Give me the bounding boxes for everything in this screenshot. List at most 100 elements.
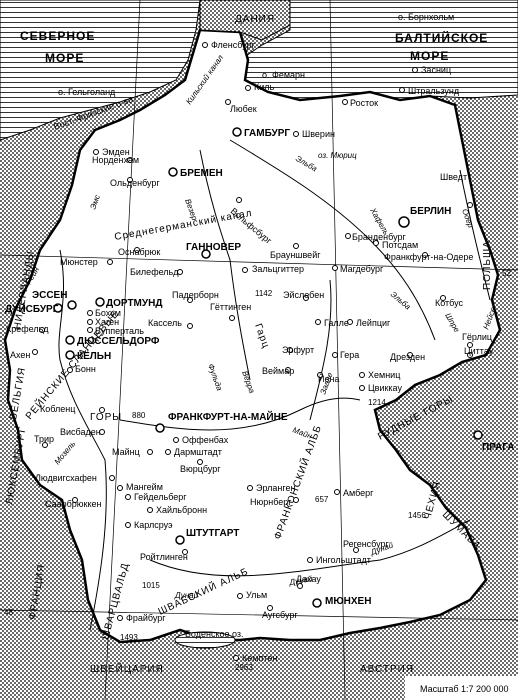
city-potsdam: Потсдам	[382, 240, 418, 250]
island-helgoland: о. Гельголанд	[58, 87, 116, 97]
city-amberg: Амберг	[343, 488, 374, 498]
country-switzerland: ШВЕЙЦАРИЯ	[90, 662, 164, 675]
city-leipzig: Лейпциг	[356, 318, 391, 328]
city-essen: ЭССЕН	[32, 290, 67, 301]
city-schwedt: Шведт	[440, 172, 467, 182]
city-trier: Трир	[34, 434, 54, 444]
baltic-label-1: БАЛТИЙСКОЕ	[395, 30, 488, 45]
city-darmstadt: Дармштадт	[174, 447, 222, 457]
city-erfurt: Эрфурт	[282, 345, 314, 355]
city-emden: Эмден	[102, 147, 130, 157]
city-gorlitz: Гёрлиц	[462, 332, 492, 342]
city-zwickau: Цвиккау	[368, 383, 402, 393]
city-koln: КЁЛЬН	[77, 349, 111, 362]
city-hagen: Хаген	[95, 317, 119, 327]
elev-657: 657	[315, 495, 329, 504]
city-kiel: Киль	[254, 82, 275, 92]
city-munster: Мюнстер	[60, 257, 98, 267]
city-mainz: Майнц	[112, 447, 140, 457]
city-ulm: Ульм	[246, 590, 267, 600]
island-bornholm: о. Борнхольм	[398, 12, 454, 22]
city-gera: Гера	[340, 350, 359, 360]
elev-880: 880	[132, 411, 146, 420]
city-offenbach: Оффенбах	[182, 435, 229, 445]
city-cottbus: Котбус	[435, 298, 464, 308]
city-norden: Норденхам	[92, 155, 139, 165]
city-aachen: Ахен	[10, 350, 30, 360]
city-oldenburg: Ольденбург	[110, 178, 160, 188]
city-bremen: БРЕМЕН	[180, 168, 223, 179]
city-dachau: Дахау	[296, 574, 321, 584]
city-krefeld: Крефельд	[6, 324, 49, 334]
city-reutlingen: Ройтлинген	[140, 552, 188, 562]
scale-box	[405, 676, 518, 700]
river-danube-2: Дунай	[288, 574, 314, 587]
lat-48-label: 48	[4, 608, 13, 617]
city-stuttgart: ШТУТГАРТ	[186, 528, 239, 539]
city-augsburg: Аугсбург	[262, 610, 298, 620]
river-danube: Дунай	[174, 591, 199, 600]
city-regensburg: Регенсбург	[343, 539, 390, 549]
elev-1493: 1493	[120, 633, 138, 642]
lake-muritz: оз. Мюриц	[318, 151, 357, 160]
city-schwerin: Шверин	[302, 129, 335, 139]
city-ludwigshafen: Людвигсхафен	[35, 473, 97, 483]
elev-2963: 2963	[235, 663, 253, 672]
city-braunschweig: Брауншвейг	[270, 250, 321, 260]
city-hamburg: ГАМБУРГ	[244, 128, 290, 139]
city-freiburg: Фрайбург	[126, 613, 166, 623]
denmark-land	[199, 0, 291, 41]
city-frankfurt: ФРАНКФУРТ-НА-МАЙНЕ	[168, 410, 288, 423]
city-halle: Галле	[324, 318, 349, 328]
city-karlsruhe: Карлсруэ	[134, 520, 173, 530]
mountain-rhine-slate-2: ГОРЫ	[90, 412, 122, 423]
major-city-markers	[53, 127, 483, 608]
city-wiesbaden: Висбаден	[60, 427, 101, 437]
rivers	[58, 139, 491, 631]
country-denmark: ДАНИЯ	[235, 14, 275, 25]
city-heilbronn: Хайльбронн	[156, 505, 207, 515]
country-austria: АВСТРИЯ	[360, 664, 414, 675]
elev-1142: 1142	[255, 289, 273, 298]
city-stralsund: Штральзунд	[408, 86, 460, 96]
city-lubeck: Любек	[230, 104, 257, 114]
scale-label: Масштаб 1:7 200 000	[420, 684, 509, 694]
elev-1456: 1456	[408, 511, 426, 520]
lat-52-label: 52	[502, 269, 511, 278]
city-paderborn: Падерборн	[172, 290, 219, 300]
city-erlangen: Эрланген	[256, 483, 295, 493]
city-nurnberg: Нюрнберг	[250, 497, 292, 507]
city-bonn: Бонн	[75, 364, 96, 374]
city-jena: Йена	[318, 373, 339, 384]
city-wurzburg: Вюрцбург	[180, 464, 221, 474]
city-osnabruck: Оснабрюк	[118, 247, 160, 257]
city-kassel: Кассель	[148, 318, 182, 328]
city-rostock: Росток	[350, 98, 378, 108]
city-wuppertal: Вупперталь	[95, 326, 144, 336]
city-dusseldorf: ДЮССЕЛЬДОРФ	[77, 336, 160, 347]
city-bielefeld: Билефельд	[130, 267, 179, 277]
city-berlin: БЕРЛИН	[410, 206, 451, 217]
city-frankfurt-oder: Франкфурт-на-Одере	[384, 252, 473, 262]
island-bodensee: Боденское оз.	[185, 629, 244, 639]
city-koblenz: Кобленц	[40, 404, 75, 414]
city-hannover: ГАННОВЕР	[186, 242, 241, 253]
city-dresden: Дрезден	[390, 352, 425, 362]
city-salzgitter: Зальцгиттер	[252, 264, 304, 274]
city-heidelberg: Гейдельберг	[134, 492, 187, 502]
north-sea-label-1: СЕВЕРНОЕ	[20, 29, 95, 43]
island-fehmarn: о. Фемарн	[262, 70, 305, 80]
city-zittau: Циттау	[464, 346, 494, 356]
city-prague: ПРАГА	[482, 442, 514, 453]
baltic-label-2: МОРЕ	[410, 49, 449, 63]
city-saarbrucken: Саарбрюккен	[45, 499, 102, 509]
elev-1015: 1015	[142, 581, 160, 590]
city-duisburg: ДУЙСБУРГ	[5, 302, 59, 315]
city-dortmund: ДОРТМУНД	[106, 298, 162, 309]
north-sea-label-2: МОРЕ	[45, 51, 84, 65]
city-mannheim: Мангейм	[126, 482, 163, 492]
city-brandenburg: Бранденбург	[352, 232, 406, 242]
